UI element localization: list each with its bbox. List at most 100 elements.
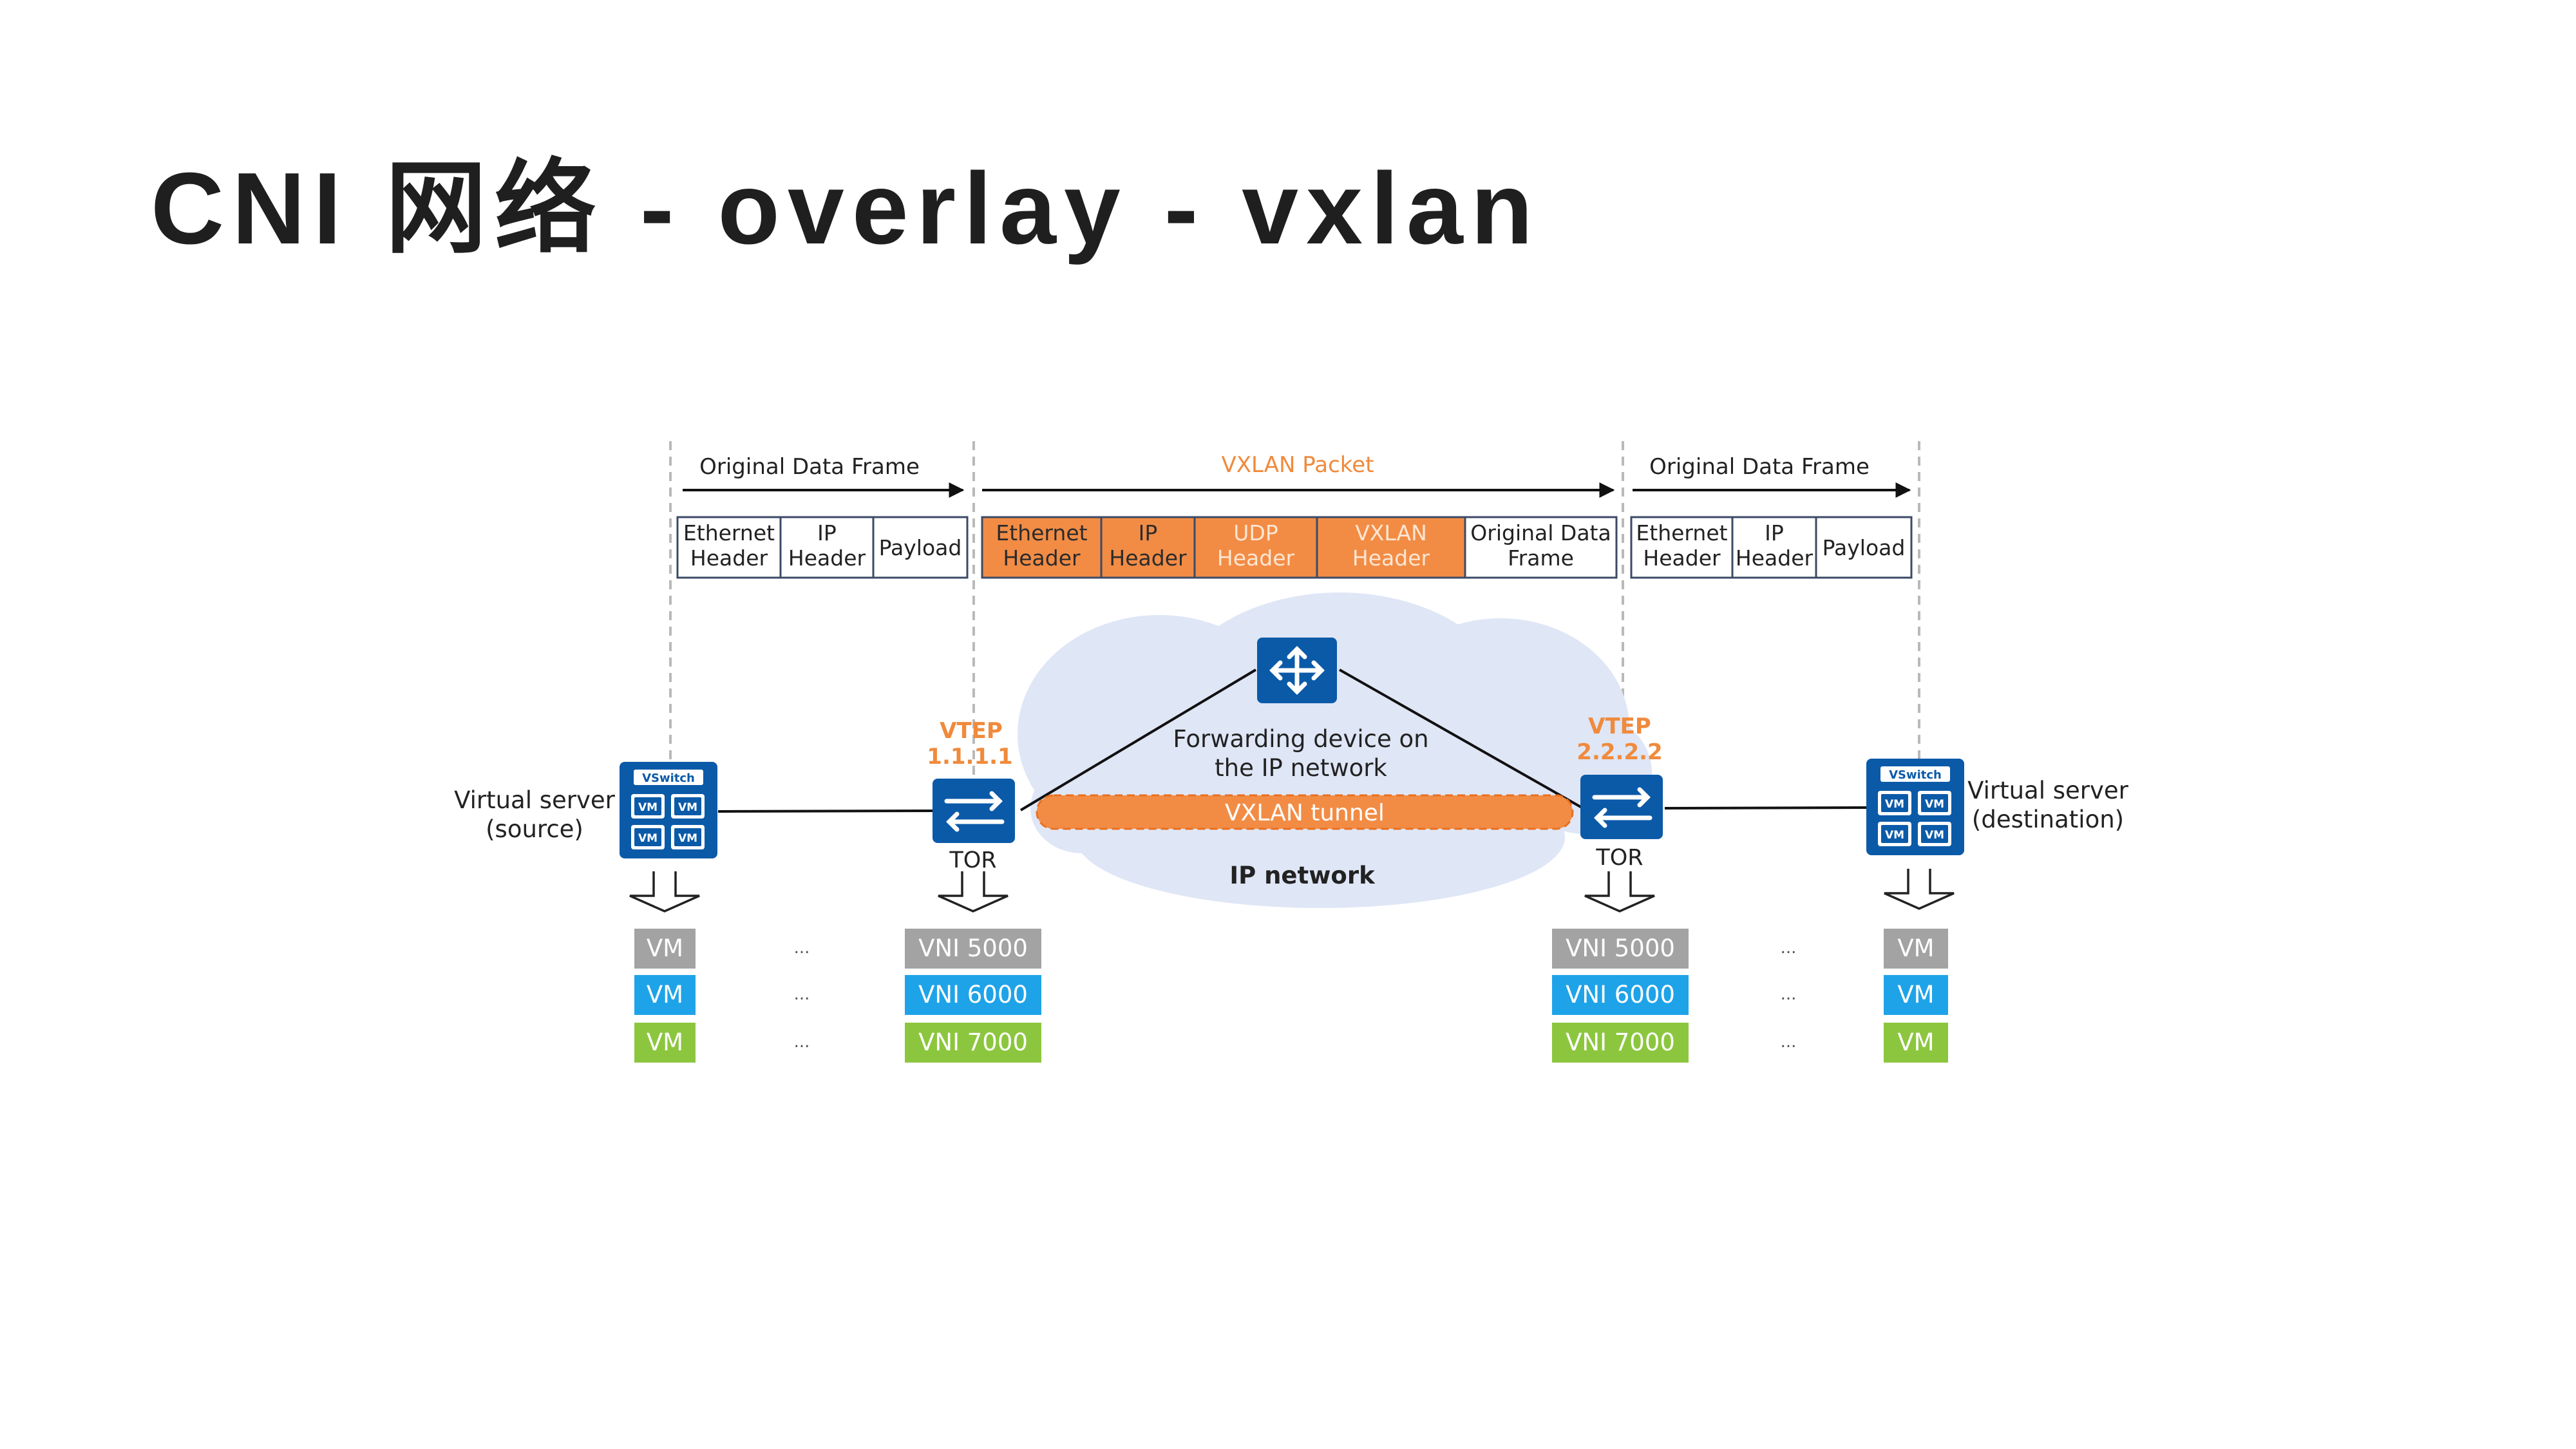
page-title: CNI 网络 - overlay - vxlan <box>151 152 1541 265</box>
vtep-right-label: VTEP <box>1588 714 1651 739</box>
mini-vm-label: VM <box>1925 829 1944 842</box>
header-field-label: Payload <box>1823 535 1906 560</box>
mapping-badge: VM <box>634 929 696 969</box>
down-arrow-icon <box>938 871 1009 913</box>
ellipsis: ... <box>794 938 810 958</box>
mapping-badge-label: VNI 5000 <box>918 934 1028 962</box>
mapping-badge: VNI 5000 <box>905 929 1041 969</box>
down-arrow-icon <box>1884 869 1955 910</box>
ellipsis: ... <box>1781 1032 1797 1052</box>
mapping-badge: VNI 7000 <box>1552 1023 1689 1063</box>
ip-network-label: IP network <box>1229 862 1376 889</box>
header-field-label: Header <box>788 545 866 571</box>
mapping-badge: VM <box>1884 929 1948 969</box>
mapping-badge: VNI 6000 <box>905 975 1041 1015</box>
mapping-badge: VM <box>634 1023 696 1063</box>
mini-vm-label: VM <box>1885 798 1904 811</box>
header-field-label: Ethernet <box>1636 520 1727 545</box>
header-field-label: VXLAN <box>1355 520 1427 545</box>
forwarding-device-label-line1: Forwarding device on <box>1173 725 1428 753</box>
header-field-label: Header <box>1109 545 1187 571</box>
header-field-label: Header <box>1003 545 1081 571</box>
mapping-badge-label: VNI 7000 <box>918 1028 1028 1056</box>
header-field-label: Original Data <box>1470 520 1611 545</box>
ip-network-cloud <box>1018 592 1652 908</box>
mapping-badge-label: VNI 6000 <box>1566 981 1675 1009</box>
left-frame-label: Original Data Frame <box>699 454 920 480</box>
mapping-badge-label: VNI 6000 <box>918 981 1028 1009</box>
mini-vm-label: VM <box>1925 798 1944 811</box>
mini-vm-label: VM <box>678 801 697 814</box>
mini-vm-label: VM <box>638 801 658 814</box>
mapping-badge: VM <box>1884 1023 1948 1063</box>
connection-lines <box>717 668 1870 813</box>
tor-switch-left-icon <box>933 779 1015 843</box>
mapping-badge-label: VNI 5000 <box>1566 934 1675 962</box>
header-field-label: Header <box>1736 545 1814 571</box>
forwarding-device-label-line2: the IP network <box>1215 754 1387 782</box>
mapping-badge-label: VM <box>647 981 683 1009</box>
server-right-label-line1: Virtual server <box>1967 777 2129 804</box>
down-arrow-icon <box>629 871 700 913</box>
right-frame-label: Original Data Frame <box>1649 454 1870 480</box>
vswitch-label: VSwitch <box>1889 768 1942 782</box>
tor-switch-right-icon <box>1580 775 1663 839</box>
header-field-label: Frame <box>1508 545 1574 571</box>
mapping-badge: VM <box>1884 975 1948 1015</box>
ellipsis: ... <box>794 1032 810 1052</box>
ellipsis: ... <box>1781 938 1797 958</box>
header-field: Payload <box>1815 516 1913 579</box>
mini-vm-icon: VM <box>631 794 665 819</box>
mapping-badge: VNI 6000 <box>1552 975 1689 1015</box>
header-field-label: Ethernet <box>683 520 775 545</box>
mapping-badge-label: VM <box>647 934 683 962</box>
mini-vm-icon: VM <box>671 794 705 819</box>
mini-vm-icon: VM <box>1918 822 1951 846</box>
mini-vm-icon: VM <box>671 825 705 849</box>
mapping-badge: VNI 5000 <box>1552 929 1689 969</box>
mini-vm-icon: VM <box>1918 791 1951 815</box>
header-field-label: Ethernet <box>996 520 1087 545</box>
mini-vm-label: VM <box>1885 829 1904 842</box>
server-right-label-line2: (destination) <box>1972 806 2124 833</box>
vtep-left-label: VTEP <box>940 718 1003 744</box>
mapping-badge-label: VM <box>647 1028 683 1056</box>
mapping-badge: VM <box>634 975 696 1015</box>
header-field-label: Header <box>1352 545 1430 571</box>
vxlan-tunnel <box>1036 794 1574 830</box>
mapping-badge-label: VM <box>1897 934 1934 962</box>
tor-right-label: TOR <box>1595 845 1643 871</box>
vtep-right-ip: 2.2.2.2 <box>1577 739 1662 765</box>
server-left-label-line1: Virtual server <box>454 786 616 814</box>
forwarding-device-icon <box>1257 638 1337 703</box>
tor-left-label: TOR <box>949 848 996 873</box>
header-field-label: Header <box>1643 545 1721 571</box>
ellipsis: ... <box>1781 985 1797 1004</box>
vxlan-packet-fields: EthernetHeaderIPHeaderUDPHeaderVXLANHead… <box>981 516 1618 579</box>
vtep-left-ip: 1.1.1.1 <box>927 744 1012 770</box>
down-arrow-icon <box>1584 871 1655 913</box>
mapping-arrows <box>629 869 1955 913</box>
mini-vm-icon: VM <box>1878 791 1911 815</box>
header-field-label: IP <box>1765 520 1784 545</box>
ellipsis: ... <box>794 985 810 1004</box>
mini-vm-icon: VM <box>631 825 665 849</box>
mapping-badge: VNI 7000 <box>905 1023 1041 1063</box>
mini-vm-icon: VM <box>1878 822 1911 846</box>
server-left-label-line2: (source) <box>486 815 583 843</box>
